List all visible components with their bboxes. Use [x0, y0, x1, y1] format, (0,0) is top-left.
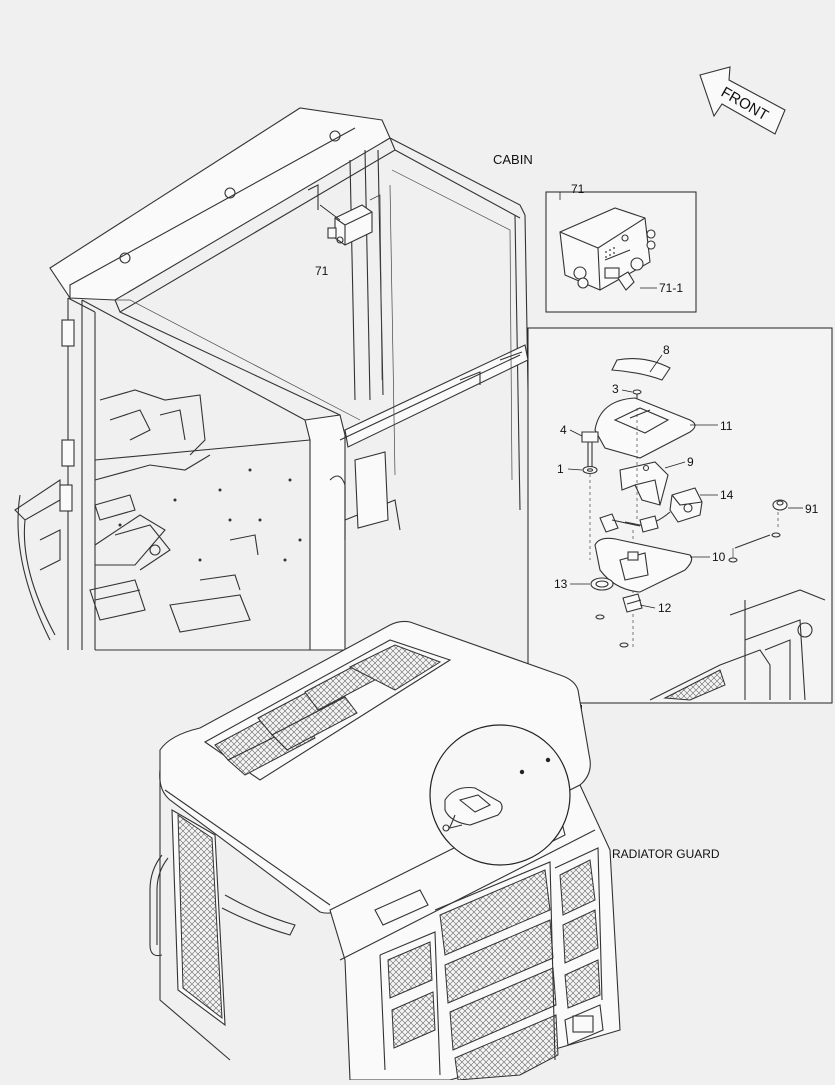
callout-13: 13 — [554, 577, 568, 591]
cabin-label: CABIN — [493, 152, 533, 167]
front-arrow-icon: FRONT — [699, 66, 786, 135]
callout-71-1: 71-1 — [659, 281, 683, 295]
lamp-location-magnifier — [429, 724, 571, 866]
callout-1: 1 — [557, 462, 564, 476]
callout-10: 10 — [712, 550, 726, 564]
callout-9: 9 — [687, 455, 694, 469]
detail-box-71 — [545, 191, 697, 313]
radiator-guard-drawing — [149, 620, 621, 1081]
callout-11: 11 — [720, 419, 733, 433]
callout-14: 14 — [720, 488, 734, 502]
callout-12: 12 — [658, 601, 672, 615]
callout-4: 4 — [560, 423, 567, 437]
callout-71-cabin: 71 — [315, 264, 329, 278]
cabin-drawing — [14, 107, 531, 651]
callout-91: 91 — [805, 502, 819, 516]
radiator-guard-label: RADIATOR GUARD — [612, 847, 720, 861]
callout-3: 3 — [612, 382, 619, 396]
callout-71-box: 71 — [571, 182, 585, 196]
detail-box-lamp — [527, 327, 833, 704]
callout-8: 8 — [663, 343, 670, 357]
